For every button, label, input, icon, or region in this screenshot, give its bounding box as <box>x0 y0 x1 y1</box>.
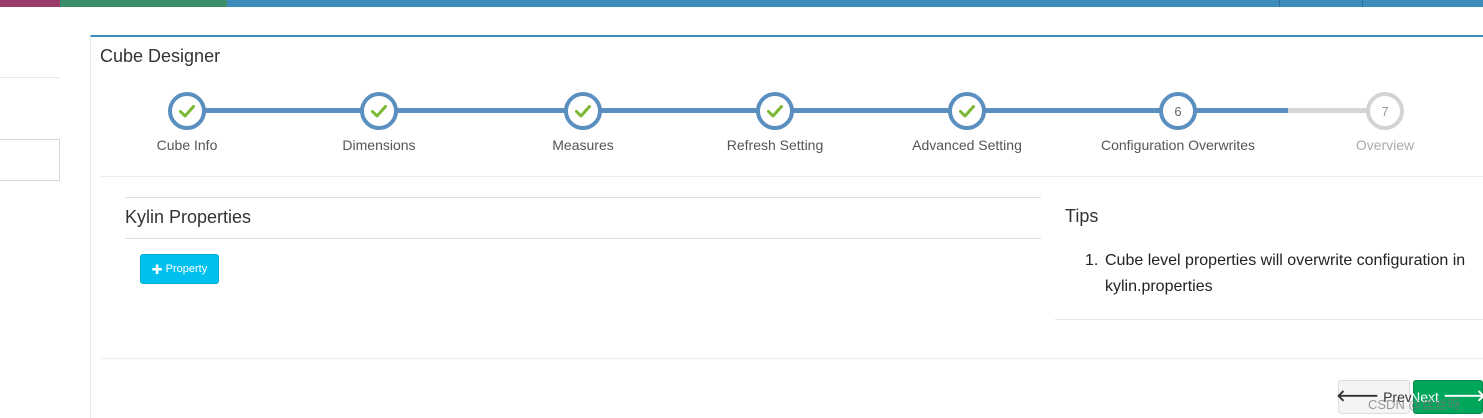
step-circle <box>564 92 602 130</box>
cube-designer-panel <box>90 35 1483 418</box>
plus-icon: ✚ <box>151 261 163 277</box>
kylin-properties-title: Kylin Properties <box>125 207 252 227</box>
tips-title: Tips <box>1065 206 1099 226</box>
step-label: Measures <box>552 137 614 153</box>
step-label: Configuration Overwrites <box>1100 137 1256 153</box>
step-label: Advanced Setting <box>912 137 1022 153</box>
arrow-left-icon: 🡐 <box>1336 388 1380 405</box>
check-icon <box>575 105 591 118</box>
step-measures[interactable]: Measures <box>483 92 683 153</box>
arrow-right-icon: 🡒 <box>1442 388 1483 405</box>
navbar-divider <box>1279 0 1280 7</box>
check-icon <box>959 105 975 118</box>
sidebar-search-box[interactable] <box>0 139 60 181</box>
check-icon <box>371 105 387 118</box>
divider <box>125 197 1041 198</box>
check-icon <box>767 105 783 118</box>
step-circle <box>948 92 986 130</box>
divider <box>100 176 1483 177</box>
step-refresh-setting[interactable]: Refresh Setting <box>675 92 875 153</box>
step-number: 6 <box>1174 103 1182 119</box>
step-label: Overview <box>1355 137 1415 153</box>
next-label: Next <box>1410 389 1439 405</box>
step-circle <box>360 92 398 130</box>
page-title: Cube Designer <box>100 46 221 66</box>
tip-number: 1. <box>1085 252 1099 269</box>
navbar-segment-logo <box>60 0 227 7</box>
tip-text: Cube level properties will overwrite con… <box>1105 252 1466 295</box>
sidebar-divider <box>0 77 60 78</box>
step-label: Refresh Setting <box>726 137 824 153</box>
tips-list: 1. Cube level properties will overwrite … <box>1085 248 1475 300</box>
tips-panel: Tips 1. Cube level properties will overw… <box>1055 196 1483 320</box>
divider <box>100 358 1483 359</box>
step-label: Dimensions <box>342 137 416 153</box>
add-property-button[interactable]: ✚ Property <box>140 254 219 284</box>
top-navbar <box>0 0 1483 7</box>
prev-label: Prev <box>1383 389 1412 405</box>
step-overview[interactable]: 7 Overview <box>1285 92 1483 153</box>
step-configuration-overwrites[interactable]: 6 Configuration Overwrites <box>1078 92 1278 153</box>
stepper-remaining-line <box>1288 108 1385 113</box>
step-advanced-setting[interactable]: Advanced Setting <box>867 92 1067 153</box>
step-circle <box>756 92 794 130</box>
step-circle <box>168 92 206 130</box>
check-icon <box>179 105 195 118</box>
navbar-segment-brand <box>0 0 60 7</box>
divider <box>125 238 1041 239</box>
step-dimensions[interactable]: Dimensions <box>279 92 479 153</box>
prev-button[interactable]: 🡐 Prev <box>1336 380 1412 414</box>
step-circle: 6 <box>1159 92 1197 130</box>
list-item: 1. Cube level properties will overwrite … <box>1085 248 1475 300</box>
step-circle: 7 <box>1366 92 1404 130</box>
step-cube-info[interactable]: Cube Info <box>87 92 287 153</box>
watermark: CSDN @丝丝呀 <box>1368 397 1461 412</box>
navbar-divider <box>1362 0 1363 7</box>
stepper-progress-line <box>187 108 1288 113</box>
add-property-label: Property <box>165 263 208 275</box>
step-number: 7 <box>1381 103 1389 119</box>
step-label: Cube Info <box>156 137 218 153</box>
